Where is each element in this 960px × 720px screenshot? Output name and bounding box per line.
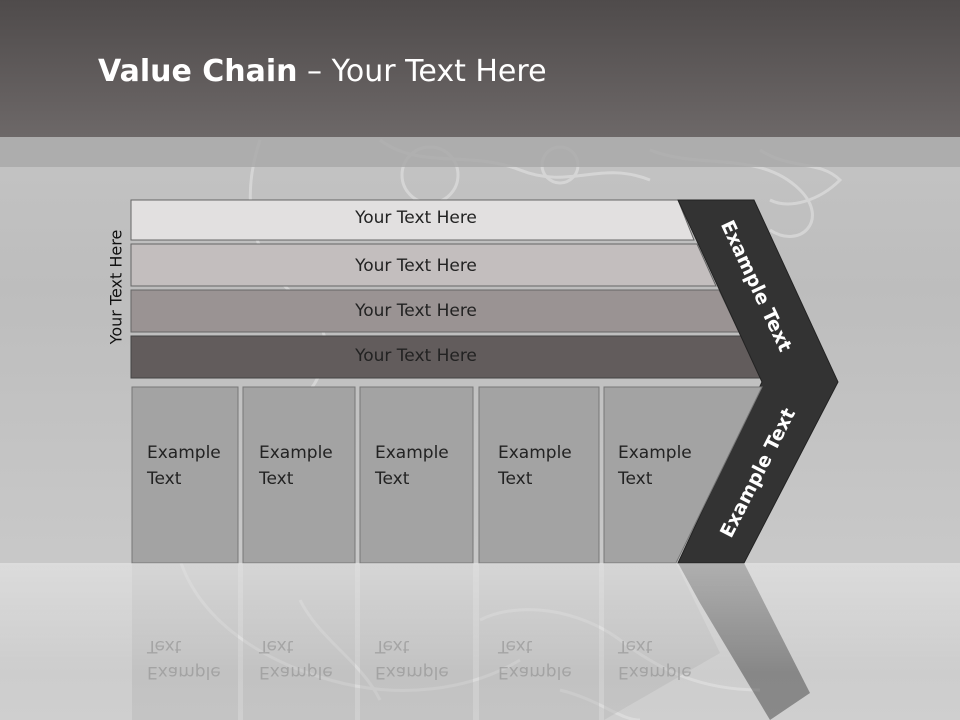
row-shape-2[interactable] bbox=[130, 243, 717, 287]
cell-shape-4[interactable] bbox=[478, 386, 600, 564]
cell-text-3-line1: Example bbox=[375, 443, 449, 463]
title-rest: – Your Text Here bbox=[297, 54, 547, 89]
cell-text-5-line1: Example bbox=[618, 443, 692, 463]
cell-shape-3[interactable] bbox=[359, 386, 474, 564]
cell-shape-2[interactable] bbox=[242, 386, 356, 564]
title-bold: Value Chain bbox=[98, 54, 298, 89]
cell-text-3-line2: Text bbox=[375, 469, 410, 489]
slide-title: Value Chain – Your Text Here bbox=[98, 54, 547, 89]
cell-shape-1[interactable] bbox=[131, 386, 239, 564]
cell-text-2-line2: Text bbox=[259, 469, 294, 489]
cell-text-1-line2: Text bbox=[147, 469, 182, 489]
cell-text-4-line1: Example bbox=[498, 443, 572, 463]
cell-text-4-line2: Text bbox=[498, 469, 533, 489]
cell-text-5-line2: Text bbox=[618, 469, 653, 489]
row-label-2: Your Text Here bbox=[355, 256, 477, 276]
row-label-1: Your Text Here bbox=[355, 208, 477, 228]
row-shape-1[interactable] bbox=[130, 199, 695, 241]
cell-text-2-line1: Example bbox=[259, 443, 333, 463]
row-label-3: Your Text Here bbox=[355, 301, 477, 321]
header-band bbox=[0, 137, 960, 167]
header-bar bbox=[0, 0, 960, 137]
cell-text-1-line1: Example bbox=[147, 443, 221, 463]
row-label-4: Your Text Here bbox=[355, 346, 477, 366]
